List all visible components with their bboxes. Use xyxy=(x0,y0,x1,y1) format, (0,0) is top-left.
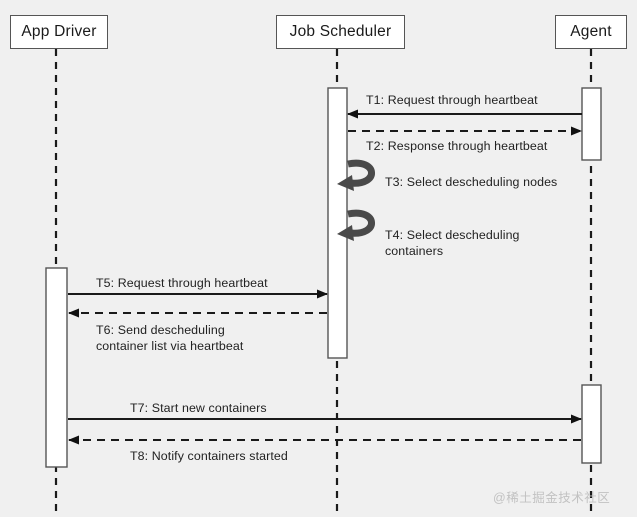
self-loop-arrowhead-T3 xyxy=(337,175,354,191)
self-loop-arrowhead-T4 xyxy=(337,225,354,241)
activation-bar-app-driver[interactable] xyxy=(45,267,68,468)
self-loop-arc-T3 xyxy=(347,159,375,187)
message-label-T3: T3: Select descheduling nodes xyxy=(385,175,558,189)
message-label-T7: T7: Start new containers xyxy=(130,401,267,415)
message-arrow-group xyxy=(68,109,582,445)
activation-bar-agent[interactable] xyxy=(581,384,602,464)
participant-label: Job Scheduler xyxy=(289,23,392,40)
participant-box-app-driver[interactable]: App Driver xyxy=(10,15,108,49)
message-label-T8: T8: Notify containers started xyxy=(130,449,288,463)
activation-bar-group xyxy=(45,87,602,468)
participant-box-job-scheduler[interactable]: Job Scheduler xyxy=(276,15,405,49)
participant-label: Agent xyxy=(570,23,612,40)
message-label-T6: T6: Send descheduling container list via… xyxy=(96,323,244,353)
activation-bar-job-scheduler[interactable] xyxy=(327,87,348,359)
message-label-T1: T1: Request through heartbeat xyxy=(366,93,538,107)
activation-bar-agent[interactable] xyxy=(581,87,602,161)
watermark-text: @稀土掘金技术社区 xyxy=(493,491,611,505)
message-label-T4: T4: Select descheduling containers xyxy=(385,228,520,258)
message-label-T5: T5: Request through heartbeat xyxy=(96,276,268,290)
message-label-T2: T2: Response through heartbeat xyxy=(366,139,548,153)
self-loop-arc-T4 xyxy=(347,209,375,237)
participant-box-agent[interactable]: Agent xyxy=(555,15,627,49)
participant-label: App Driver xyxy=(21,23,97,40)
